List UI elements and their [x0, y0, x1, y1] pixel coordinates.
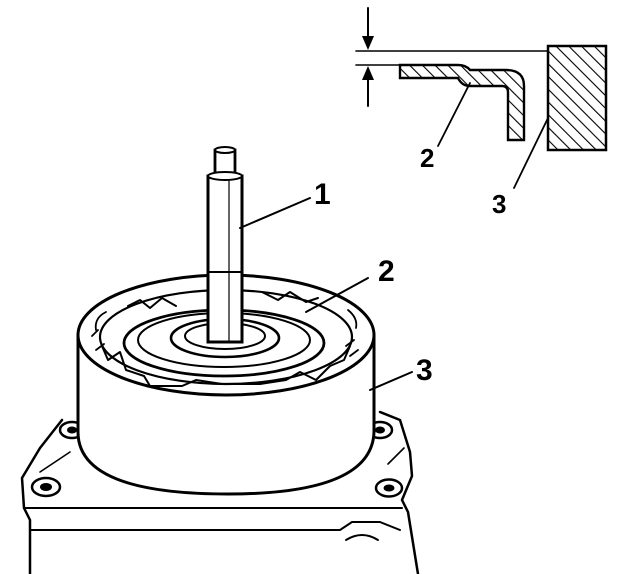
seal-callout: 2	[378, 255, 395, 288]
housing-callout: 3	[416, 354, 433, 387]
detail-housing-leader	[513, 117, 549, 189]
shaft-callout: 1	[314, 178, 331, 211]
housing-section	[546, 44, 608, 152]
base-plate	[20, 410, 420, 574]
main-assembly: 1 2 3	[20, 146, 433, 574]
seal-leader	[305, 277, 369, 313]
bolt-hole-front-right	[374, 478, 404, 498]
shaft-leader	[239, 197, 311, 229]
seal-profile-section	[398, 63, 526, 142]
seal-depth-detail: 2 3	[355, 7, 608, 219]
detail-seal-callout: 2	[420, 143, 434, 173]
detail-housing-callout: 3	[492, 189, 506, 219]
bolt-hole-front-left	[30, 476, 62, 498]
detail-seal-leader	[437, 82, 471, 147]
depth-dimension-arrows	[362, 7, 374, 107]
housing-leader	[369, 371, 413, 391]
seal-installer-shaft	[206, 146, 244, 344]
